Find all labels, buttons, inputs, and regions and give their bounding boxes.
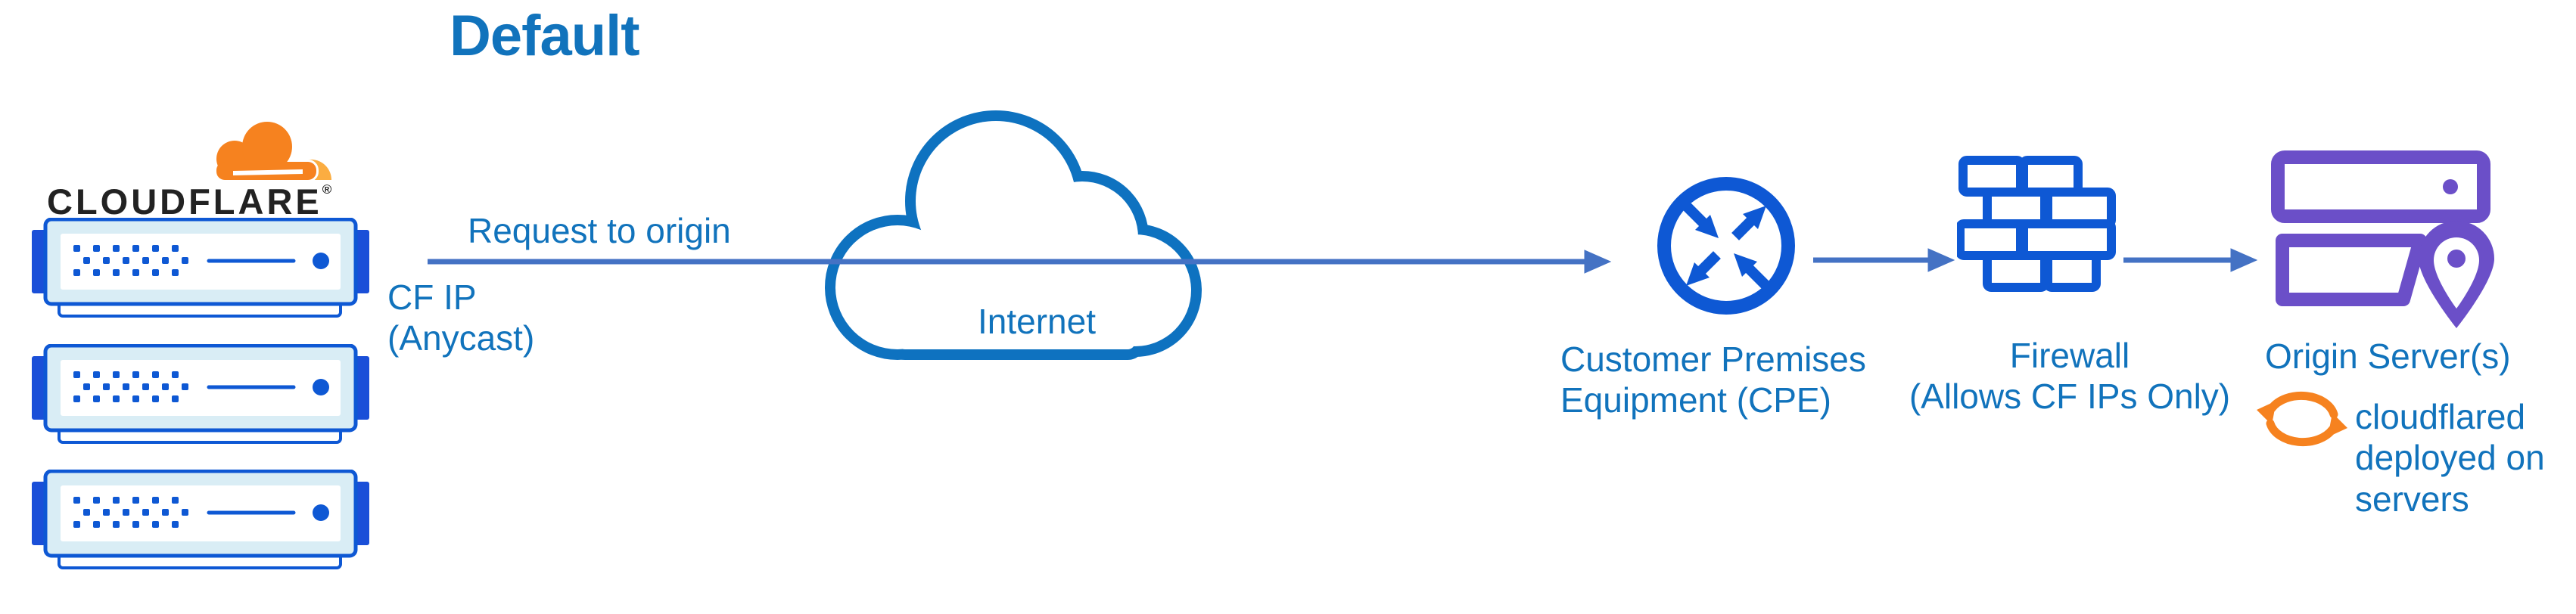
cf-ip-line1: CF IP xyxy=(387,278,477,317)
registered-trademark: ® xyxy=(322,182,332,197)
cloudflared-refresh-icon xyxy=(2255,383,2349,455)
firewall-label: Firewall (Allows CF IPs Only) xyxy=(1907,335,2232,417)
cloudflare-cloud-icon xyxy=(214,119,331,182)
request-to-origin-label: Request to origin xyxy=(468,211,731,250)
cpe-to-firewall-arrow xyxy=(1813,248,1955,272)
origin-servers-label: Origin Server(s) xyxy=(2265,336,2511,376)
cf-server-icon-2 xyxy=(27,344,374,447)
cloudflared-note-line1: cloudflared xyxy=(2355,397,2526,436)
cf-server-icon-3 xyxy=(27,470,374,572)
cloudflared-note: cloudflared deployed on servers xyxy=(2355,396,2545,519)
firewall-to-origin-arrow xyxy=(2123,248,2258,272)
cf-server-icon-1 xyxy=(27,218,374,321)
page-title: Default xyxy=(450,4,640,68)
cloudflare-logo xyxy=(189,107,341,183)
firewall-label-line2: (Allows CF IPs Only) xyxy=(1909,377,2231,417)
cpe-icon xyxy=(1654,174,1798,318)
cpe-label-line1: Customer Premises xyxy=(1560,340,1866,379)
firewall-icon xyxy=(1957,156,2116,296)
cloudflare-wordmark-row: CLOUDFLARE ® xyxy=(47,181,332,222)
cpe-label-line2: Equipment (CPE) xyxy=(1560,380,1831,420)
origin-servers-icon xyxy=(2270,148,2497,333)
cpe-label: Customer Premises Equipment (CPE) xyxy=(1560,339,1866,421)
cloudflare-wordmark: CLOUDFLARE xyxy=(47,181,322,222)
internet-label: Internet xyxy=(978,302,1096,341)
cloudflared-note-line2: deployed on xyxy=(2355,438,2545,478)
cf-ip-line2: (Anycast) xyxy=(387,318,535,358)
cf-ip-anycast-label: CF IP (Anycast) xyxy=(387,277,534,359)
firewall-label-line1: Firewall xyxy=(2009,336,2130,375)
cloudflared-note-line3: servers xyxy=(2355,479,2469,519)
request-arrow xyxy=(428,250,1612,274)
